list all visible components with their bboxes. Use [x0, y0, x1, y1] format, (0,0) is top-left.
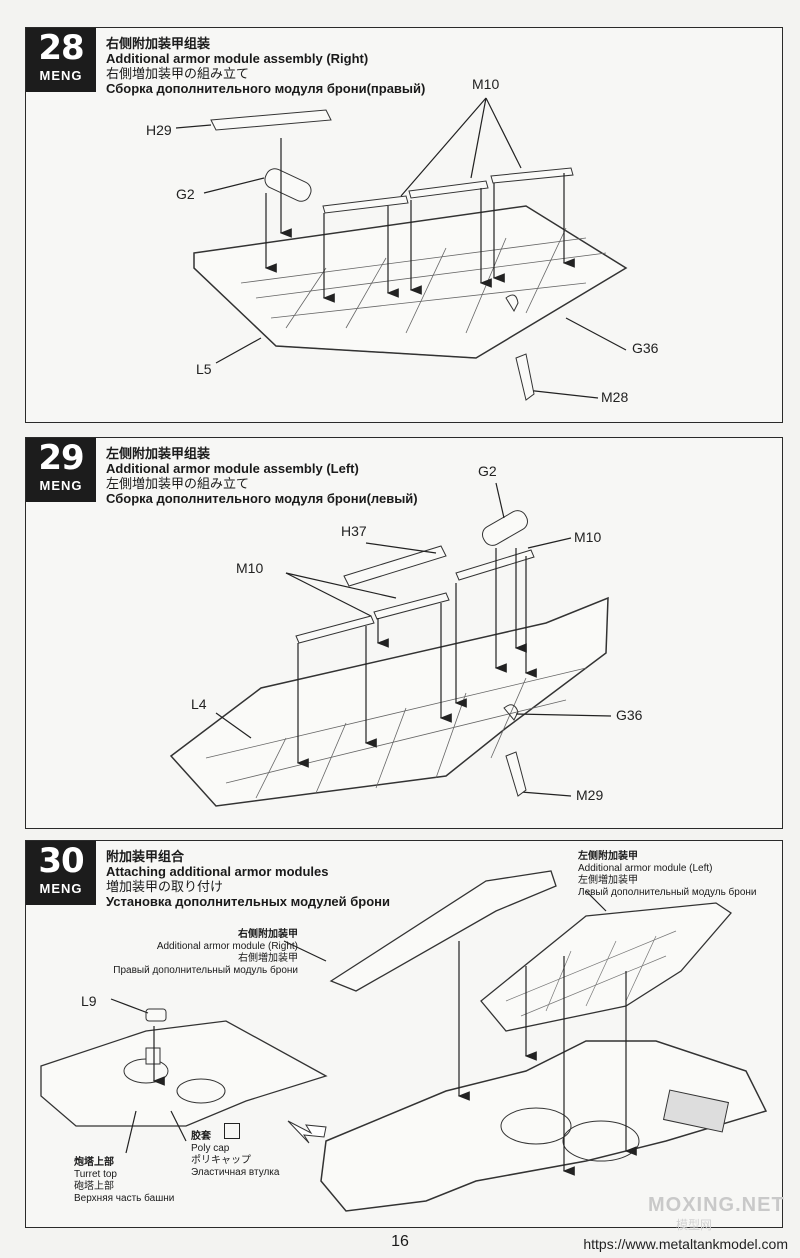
title-jp: 左側増加装甲の組み立て [106, 476, 250, 491]
brand-logo: MENG [39, 881, 83, 896]
right-module-en: Additional armor module (Right) [156, 941, 298, 952]
left-module-en: Additional armor module (Left) [578, 863, 713, 874]
part-label-m10-left: M10 [236, 560, 264, 576]
part-label-g2: G2 [176, 186, 195, 202]
left-module-caption: 左侧附加装甲 Additional armor module (Left) 左側… [578, 851, 757, 899]
step-badge: 28 MENG [26, 28, 96, 92]
part-label-g2: G2 [478, 463, 497, 479]
turret-top-en: Turret top [74, 1169, 117, 1180]
step-29-panel: 29 MENG 左侧附加装甲组装 Additional armor module… [25, 437, 783, 829]
turret-top-caption: 炮塔上部 Turret top 砲塔上部 Верхняя часть башни [74, 1157, 174, 1205]
step-30-panel: 30 MENG 附加装甲组合 Attaching additional armo… [25, 840, 783, 1228]
polycap-jp: ポリキャップ [191, 1155, 251, 1166]
part-label-h29: H29 [146, 122, 172, 138]
armor-right-diagram [175, 97, 628, 401]
step-number: 30 [38, 841, 84, 881]
watermark: MOXING.NET [648, 1194, 785, 1216]
step-badge: 30 MENG [26, 841, 96, 905]
title-ru: Сборка дополнительного модуля брони(прав… [106, 81, 426, 96]
title-jp: 増加装甲の取り付け [106, 879, 224, 894]
armor-left-diagram [169, 482, 612, 807]
step-title-block: 左侧附加装甲组装 Additional armor module assembl… [106, 446, 418, 506]
step-title-block: 右侧附加装甲组装 Additional armor module assembl… [106, 36, 425, 96]
title-cn: 左侧附加装甲组装 [106, 446, 211, 461]
part-label-m10-right: M10 [574, 529, 602, 545]
title-ru: Установка дополнительных модулей брони [106, 894, 390, 909]
part-label-m28: M28 [601, 389, 629, 405]
title-cn: 附加装甲组合 [106, 849, 185, 864]
left-module-ru: Левый дополнительный модуль брони [578, 887, 757, 898]
left-module-cn: 左侧附加装甲 [578, 851, 638, 862]
page-number: 16 [391, 1233, 409, 1250]
brand-logo: MENG [39, 68, 83, 83]
step-number: 29 [38, 438, 84, 478]
title-en: Attaching additional armor modules [106, 864, 329, 879]
part-label-l9: L9 [81, 993, 97, 1009]
left-module-jp: 左側増加装甲 [578, 875, 638, 886]
step-number: 28 [38, 28, 84, 68]
part-label-l5: L5 [196, 361, 212, 377]
polycap-en: Poly cap [191, 1143, 230, 1154]
title-en: Additional armor module assembly (Left) [106, 461, 359, 476]
turret-top-cn: 炮塔上部 [74, 1157, 114, 1168]
title-en: Additional armor module assembly (Right) [106, 51, 369, 66]
title-cn: 右侧附加装甲组装 [106, 36, 211, 51]
polycap-caption: 胶套 Poly cap ポリキャップ Эластичная втулка [191, 1131, 279, 1179]
title-jp: 右側増加装甲の組み立て [106, 66, 250, 81]
polycap-ru: Эластичная втулка [191, 1167, 280, 1178]
poly-cap-icon [224, 1123, 240, 1139]
watermark-cn: 模型网 [676, 1218, 713, 1232]
turret-top-ru: Верхняя часть башни [74, 1193, 175, 1204]
part-label-h37: H37 [341, 523, 367, 539]
right-module-caption: 右侧附加装甲 Additional armor module (Right) 右… [76, 929, 298, 977]
part-label-m29: M29 [576, 787, 604, 803]
part-label-g36: G36 [632, 340, 659, 356]
right-module-jp: 右側増加装甲 [238, 953, 298, 964]
step-28-panel: 28 MENG 右侧附加装甲组装 Additional armor module… [25, 27, 783, 423]
part-label-g36: G36 [616, 707, 643, 723]
site-url: https://www.metaltankmodel.com [583, 1236, 788, 1252]
polycap-cn: 胶套 [191, 1131, 211, 1142]
step-title-block: 附加装甲组合 Attaching additional armor module… [106, 849, 390, 909]
turret-top-jp: 砲塔上部 [74, 1181, 114, 1192]
brand-logo: MENG [39, 478, 83, 493]
right-module-ru: Правый дополнительный модуль брони [113, 965, 298, 976]
turret-assembly-diagram [40, 870, 768, 1212]
part-label-m10: M10 [472, 76, 500, 92]
right-module-cn: 右侧附加装甲 [238, 929, 298, 940]
title-ru: Сборка дополнительного модуля брони(левы… [106, 491, 418, 506]
part-label-l4: L4 [191, 696, 207, 712]
step-badge: 29 MENG [26, 438, 96, 502]
